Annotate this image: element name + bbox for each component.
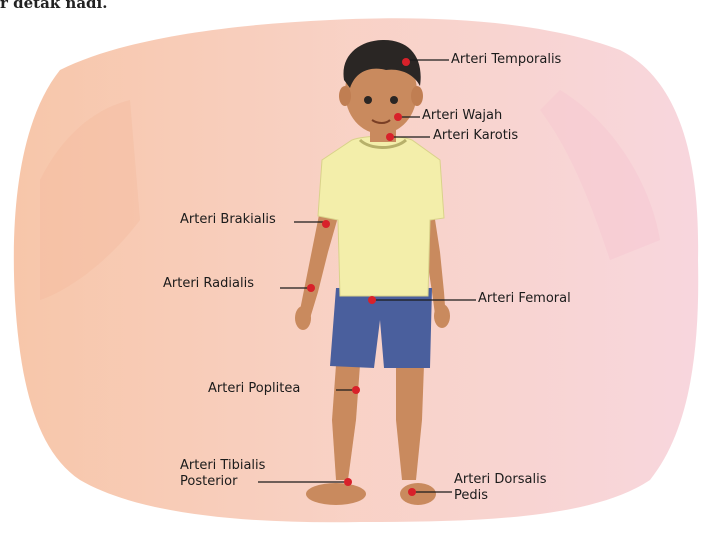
left-foot	[306, 483, 366, 505]
pulse-point-wajah	[394, 113, 402, 121]
pulse-point-radialis	[307, 284, 315, 292]
pulse-point-femoral	[368, 296, 376, 304]
ear-right	[411, 86, 423, 106]
label-arteri-wajah: Arteri Wajah	[422, 108, 502, 124]
pulse-point-tibialis	[344, 478, 352, 486]
label-arteri-radialis: Arteri Radialis	[163, 276, 254, 292]
right-hand	[434, 304, 450, 328]
label-arteri-femoral: Arteri Femoral	[478, 291, 571, 307]
label-arteri-dorsalis-line2: Pedis	[454, 488, 488, 504]
eye-right	[390, 96, 398, 104]
left-hand	[295, 306, 311, 330]
right-foot	[400, 483, 436, 505]
pulse-point-temporalis	[402, 58, 410, 66]
pulse-point-karotis	[386, 133, 394, 141]
label-arteri-tibialis-line1: Arteri Tibialis	[180, 458, 265, 474]
ear-left	[339, 86, 351, 106]
label-arteri-temporalis: Arteri Temporalis	[451, 52, 561, 68]
eye-left	[364, 96, 372, 104]
label-arteri-karotis: Arteri Karotis	[433, 128, 518, 144]
label-arteri-tibialis-line2: Posterior	[180, 474, 237, 490]
label-arteri-dorsalis-line1: Arteri Dorsalis	[454, 472, 546, 488]
pulse-point-brakialis	[322, 220, 330, 228]
pulse-point-poplitea	[352, 386, 360, 394]
label-arteri-poplitea: Arteri Poplitea	[208, 381, 300, 397]
label-arteri-brakialis: Arteri Brakialis	[180, 212, 276, 228]
pulse-point-dorsalis	[408, 488, 416, 496]
